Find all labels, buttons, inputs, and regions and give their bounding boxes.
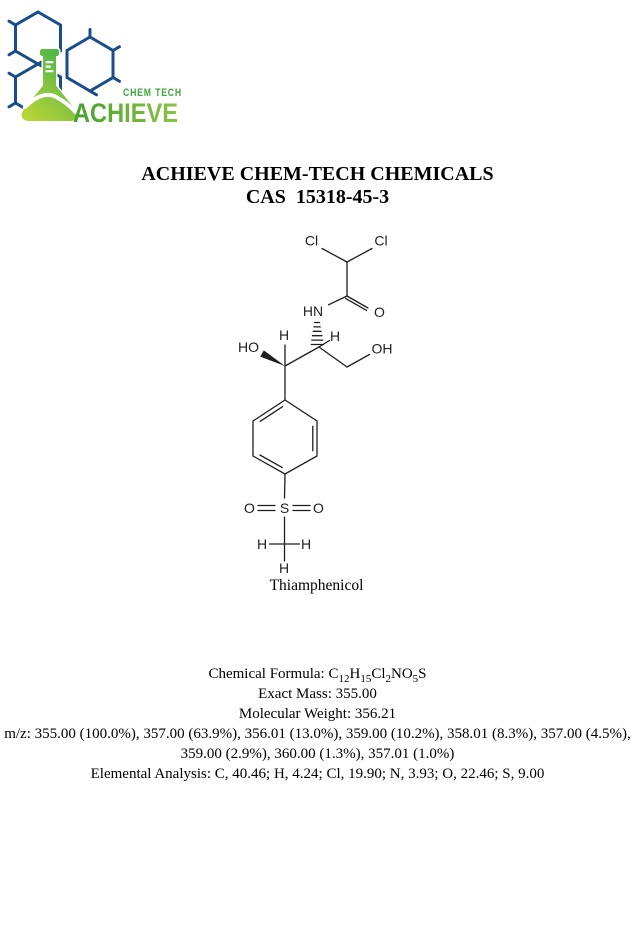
atom-label-cl: Cl (305, 233, 318, 249)
elemental-analysis-line: Elemental Analysis: C, 40.46; H, 4.24; C… (90, 766, 545, 782)
atom-label-o: O (313, 500, 324, 516)
formula-subscript: 5 (412, 673, 419, 685)
exact-mass-line: Exact Mass: 355.00 (258, 686, 377, 702)
chemical-formula-line: Chemical Formula: C12H15Cl2NO5S (0, 664, 635, 685)
flask-graduation-marks (45, 61, 54, 73)
logo-achieve-text: ACHIEVE (73, 98, 178, 128)
flask-liquid-swoosh (23, 92, 78, 114)
formula-element: C (328, 666, 339, 682)
formula-subscript: 12 (338, 673, 350, 685)
atom-label-h: H (301, 536, 311, 552)
formula-element: NO (391, 666, 413, 682)
bonds (252, 247, 373, 562)
chemical-formula-value: C12H15Cl2NO5S (328, 666, 427, 685)
cas-number: CAS 15318-45-3 (245, 186, 390, 208)
atom-label-ho: HO (238, 339, 259, 355)
molecular-weight-line: Molecular Weight: 356.21 (238, 706, 397, 722)
logo-chem-tech-text: CHEM TECH (123, 87, 182, 99)
atom-label-h: H (257, 536, 267, 552)
company-logo: CHEM TECH ACHIEVE (7, 10, 182, 128)
formula-element: Cl (371, 666, 386, 682)
atom-label-h: H (279, 327, 289, 343)
properties-block: Chemical Formula: C12H15Cl2NO5S Exact Ma… (0, 664, 635, 784)
atom-label-o: O (244, 500, 255, 516)
solid-wedge (260, 350, 285, 366)
page-title: ACHIEVE CHEM-TECH CHEMICALS (141, 163, 494, 185)
formula-subscript: 2 (385, 673, 392, 685)
atom-label-s: S (280, 500, 289, 516)
atom-label-h: H (279, 560, 289, 576)
benzene-ring (252, 399, 318, 475)
formula-subscript: 15 (360, 673, 372, 685)
formula-element: S (418, 666, 427, 682)
mz-line-1: m/z: 355.00 (100.0%), 357.00 (63.9%), 35… (4, 726, 631, 742)
atom-label-cl: Cl (374, 233, 387, 249)
formula-element: H (349, 666, 361, 682)
atom-label-oh: OH (372, 341, 393, 357)
atom-label-h: H (330, 328, 340, 344)
flask-icon (20, 47, 79, 123)
compound-name: Thiamphenicol (270, 577, 364, 594)
mz-line-2: 359.00 (2.9%), 360.00 (1.3%), 357.01 (1.… (180, 746, 455, 762)
chemical-formula-label: Chemical Formula: (208, 666, 329, 682)
atom-label-hn: HN (303, 303, 323, 319)
atom-label-o: O (374, 304, 385, 320)
header: ACHIEVE CHEM-TECH CHEMICALS CAS 15318-45… (0, 163, 635, 209)
hashed-wedge (310, 321, 325, 346)
